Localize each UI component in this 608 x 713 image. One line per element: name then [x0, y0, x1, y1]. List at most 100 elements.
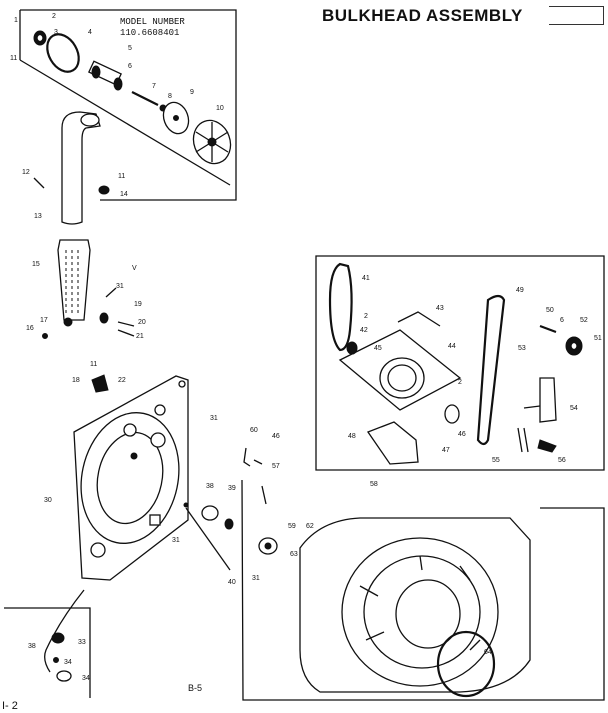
part-4-gasket-ring: [46, 33, 80, 73]
callout-31c: 31: [172, 537, 180, 544]
part-7-shaft: [131, 91, 159, 106]
callout-11a: 11: [10, 55, 17, 62]
callout-60: 60: [250, 427, 258, 434]
callout-v: V: [132, 265, 137, 272]
callout-34a: 34: [64, 659, 72, 666]
callout-6: 6: [128, 63, 132, 70]
callout-16: 16: [26, 325, 34, 332]
part-3-cap-hole: [36, 33, 44, 43]
callout-6b: 6: [560, 317, 564, 324]
part-44-motor-mount: [338, 329, 462, 411]
model-number-block: MODEL NUMBER 110.6608401: [120, 17, 185, 39]
part-60-clip: [243, 447, 251, 467]
callout-17: 17: [40, 317, 48, 324]
callout-38a: 38: [206, 483, 214, 490]
part-10-blower-vanes: [195, 122, 229, 162]
part-46-screw: [253, 459, 263, 465]
callout-7: 7: [152, 83, 156, 90]
drum-frame: [241, 479, 605, 701]
callout-2b: 2: [364, 313, 368, 320]
part-55-spring: [517, 427, 529, 453]
callout-55: 55: [492, 457, 500, 464]
part-16-17-fasteners: [42, 287, 135, 339]
callout-57: 57: [272, 463, 280, 470]
upper-left-frame: [19, 9, 237, 201]
callout-3: 3: [54, 29, 58, 36]
callout-22: 22: [118, 377, 126, 384]
part-50-shaft: [539, 324, 557, 334]
part-58-drum-rim: [363, 555, 481, 669]
callout-18: 18: [72, 377, 80, 384]
callout-40: 40: [228, 579, 236, 586]
part-22-clip: [91, 374, 109, 393]
callout-33: 33: [78, 639, 86, 646]
part-58-drum-opening: [395, 579, 461, 649]
part-39-washer: [224, 518, 234, 530]
callout-42a: 42: [360, 327, 368, 334]
diagram-title: BULKHEAD ASSEMBLY: [322, 6, 523, 25]
part-41-idler-belt: [328, 262, 353, 352]
part-49-drive-belt: [476, 294, 506, 446]
part-12-screw: [33, 177, 45, 189]
callout-41: 41: [362, 275, 370, 282]
callout-64: 64: [484, 649, 492, 656]
part-38-bearing: [201, 505, 219, 521]
part-59-roller-hub: [264, 542, 272, 550]
part-44-motor-end: [387, 364, 417, 392]
motor-frame: [315, 255, 605, 471]
callout-34b: 34: [82, 675, 90, 682]
part-44-motor: [379, 357, 425, 399]
part-34-washer: [56, 670, 72, 682]
callout-31b: 31: [210, 415, 218, 422]
callout-50: 50: [546, 307, 554, 314]
callout-43: 43: [436, 305, 444, 312]
callout-51: 51: [594, 335, 602, 342]
part-40-pin: [183, 502, 189, 508]
part-13-duct: [61, 111, 101, 225]
callout-46a: 46: [272, 433, 280, 440]
callout-labels: 1 2 3 11 4 5 6 7 8 9 10 12 11 14 13 15 V…: [10, 13, 602, 682]
part-5-bearing-end: [91, 65, 101, 79]
callout-45: 45: [374, 345, 382, 352]
callout-4: 4: [88, 29, 92, 36]
callout-39: 39: [228, 485, 236, 492]
callout-21: 21: [136, 333, 144, 340]
callout-9: 9: [190, 89, 194, 96]
part-15-lint-screen: [65, 250, 79, 316]
part-34-screw: [53, 657, 59, 663]
callout-10: 10: [216, 105, 224, 112]
part-14-grommet: [98, 185, 110, 195]
callout-47: 47: [442, 447, 450, 454]
part-56-clip: [537, 439, 557, 453]
page-code: B-5: [188, 683, 203, 693]
inset-frame: [4, 607, 91, 698]
part-52-pulley-hub: [570, 341, 578, 351]
part-42-clamp: [346, 341, 358, 355]
part-6-bearing-end: [113, 77, 123, 91]
callout-48: 48: [348, 433, 356, 440]
part-48-bracket: [366, 421, 419, 465]
callout-2: 2: [52, 13, 56, 20]
part-57-spring: [261, 485, 267, 505]
callout-49: 49: [516, 287, 524, 294]
callout-53: 53: [518, 345, 526, 352]
part-54-idler-arm: [539, 377, 557, 423]
page-number: I- 2: [2, 700, 18, 712]
title-frame: [549, 6, 604, 25]
part-64-seal: [436, 630, 496, 698]
callout-44: 44: [448, 343, 456, 350]
part-54-arm-link: [523, 405, 541, 409]
part-13-duct-opening: [80, 113, 100, 127]
callout-52: 52: [580, 317, 588, 324]
callout-8: 8: [168, 93, 172, 100]
callout-1: 1: [14, 17, 18, 24]
callout-14: 14: [120, 191, 128, 198]
callout-2c: 2: [458, 379, 462, 386]
part-9-disc-center: [173, 115, 179, 121]
part-33-bushing: [51, 632, 65, 644]
part-46-pulley: [444, 404, 460, 424]
callout-46b: 46: [458, 431, 466, 438]
callout-31d: 31: [252, 575, 260, 582]
